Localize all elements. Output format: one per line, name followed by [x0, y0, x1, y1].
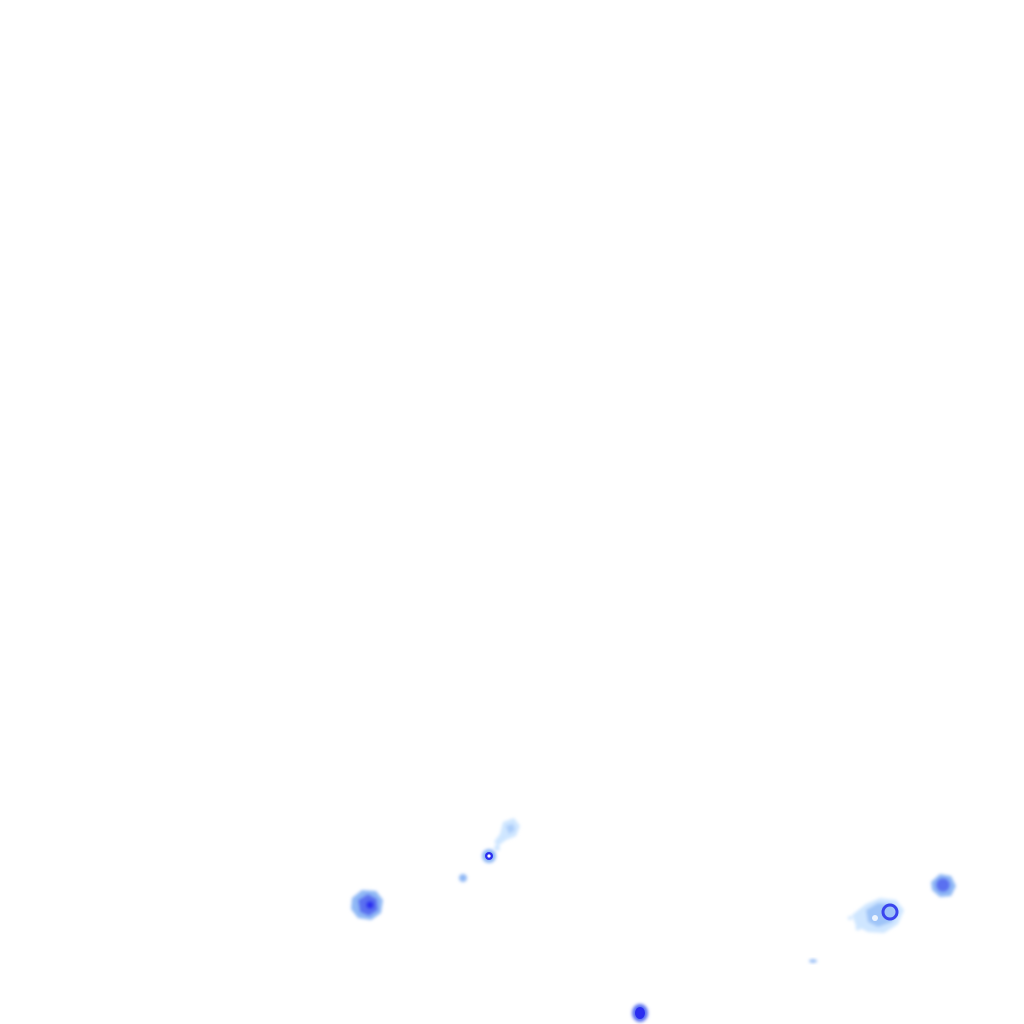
precip-echo-bottom-cell — [632, 1004, 648, 1022]
precip-echo-speck — [459, 874, 467, 882]
precip-echo-left-blob — [351, 890, 383, 920]
precip-echo-far-right-blob — [931, 874, 956, 897]
precip-echo-small-cell — [482, 849, 496, 863]
precip-echo-right-cluster — [848, 898, 904, 933]
precip-echo-faint-dash — [809, 959, 817, 963]
precip-echo-small-cluster — [494, 818, 520, 851]
